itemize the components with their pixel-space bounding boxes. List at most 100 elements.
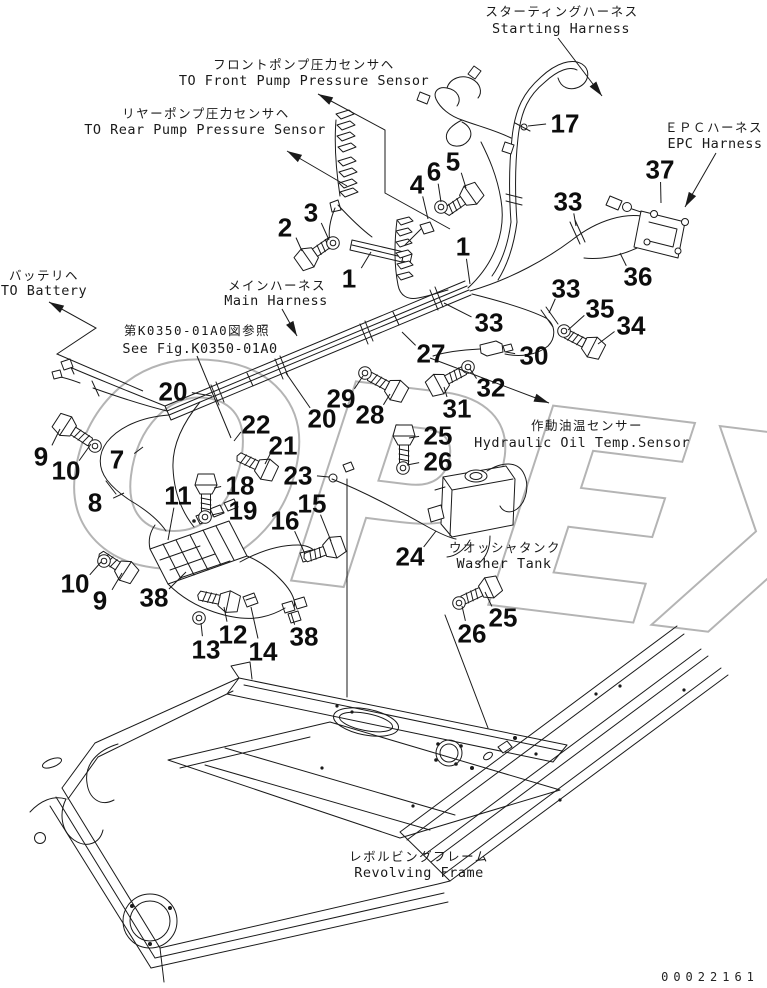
hydraulic-sensor-arrowhead	[533, 393, 549, 403]
callout-leader-10	[78, 443, 92, 461]
label-washer-tank-jp: ウオッシャタンク	[449, 540, 561, 555]
label-leaders	[48, 37, 717, 439]
callout-38: 38	[290, 622, 319, 652]
callout-leader-2	[295, 237, 303, 252]
callout-11: 11	[164, 481, 192, 511]
callout-3: 3	[304, 198, 318, 228]
label-hydraulic-sensor-en: Hydraulic Oil Temp.Sensor	[474, 435, 690, 451]
callout-37: 37	[646, 155, 675, 185]
callout-leader-16	[294, 530, 306, 555]
to-battery-arrowhead	[49, 302, 65, 313]
callout-leader-28	[383, 393, 391, 406]
callout-16: 16	[271, 506, 300, 536]
callout-leader-25	[484, 591, 493, 607]
callout-leader-12	[223, 606, 228, 622]
callout-33: 33	[554, 187, 583, 217]
washer-icon	[198, 510, 212, 524]
washer-icon	[97, 554, 111, 568]
callout-leader-4	[422, 196, 429, 220]
callout-2: 2	[278, 213, 292, 243]
callout-5: 5	[446, 147, 460, 177]
callout-leader-34	[597, 331, 615, 345]
washer-icon	[88, 439, 102, 453]
callout-26: 26	[458, 619, 487, 649]
label-main-harness-en: Main Harness	[224, 293, 328, 309]
callout-leader-32	[469, 368, 477, 379]
callout-leader-29	[354, 375, 364, 390]
callout-leader-31	[443, 386, 448, 398]
to-rear-pump-arrowhead	[287, 151, 303, 163]
pump-sensor-connectors-drawing	[328, 109, 449, 299]
label-front-pump-jp: フロントポンプ圧力センサヘ	[213, 57, 395, 72]
callout-12: 12	[219, 620, 248, 650]
label-rear-pump-en: TO Rear Pump Pressure Sensor	[84, 122, 326, 138]
callout-leader-11	[167, 507, 175, 541]
callout-10: 10	[52, 456, 81, 486]
callout-13: 13	[192, 635, 221, 665]
epc-harness-arrowhead	[685, 191, 697, 207]
callout-leader-26	[406, 462, 420, 466]
callout-leader-33	[548, 298, 556, 314]
bolt-icon	[438, 179, 487, 223]
label-revolving-frame-en: Revolving Frame	[354, 865, 483, 881]
callout-7: 7	[110, 445, 124, 475]
label-revolving-frame-jp: レボルビングフレーム	[349, 849, 489, 864]
callout-33: 33	[552, 274, 581, 304]
callout-1: 1	[456, 232, 470, 262]
callout-leader-36	[619, 252, 627, 266]
callout-36: 36	[624, 262, 653, 292]
to-front-pump-arrowhead	[318, 94, 334, 105]
callout-30: 30	[520, 341, 549, 371]
callout-leader-25	[408, 435, 420, 439]
callout-leader-27	[401, 331, 416, 346]
callout-10: 10	[61, 569, 90, 599]
callout-leader-20	[191, 392, 213, 397]
label-epc-harness-en: EPC Harness	[668, 136, 763, 152]
label-see-fig-en: See Fig.K0350-01A0	[122, 341, 277, 357]
callout-leader-13	[200, 622, 203, 637]
callout-leader-9	[111, 572, 123, 591]
leader-to-battery	[48, 301, 144, 392]
callout-leader-33	[573, 213, 577, 227]
callout-leader-33	[443, 302, 472, 318]
callout-25: 25	[489, 603, 518, 633]
callout-leader-18	[213, 486, 222, 489]
callout-34: 34	[617, 311, 646, 341]
callout-leader-3	[320, 222, 330, 241]
callout-leader-1	[360, 251, 372, 269]
main-harness-drawing	[51, 280, 472, 532]
label-hydraulic-sensor-jp: 作動油温センサー	[531, 418, 643, 433]
callout-leader-17	[527, 123, 547, 127]
leader-see-fig	[196, 355, 232, 439]
epc-harness-drawing	[467, 141, 689, 292]
callout-9: 9	[34, 442, 48, 472]
callout-6: 6	[427, 157, 441, 187]
label-starting-harness-en: Starting Harness	[492, 21, 630, 37]
callout-leader-26	[461, 605, 466, 621]
callout-19: 19	[229, 496, 258, 526]
callout-31: 31	[443, 394, 472, 424]
callout-leader-38	[168, 571, 187, 590]
callout-20: 20	[159, 377, 188, 407]
callout-17: 17	[551, 109, 580, 139]
main-harness-arrowhead	[286, 320, 297, 336]
temp-sensor-wire-drawing	[432, 293, 559, 357]
callout-24: 24	[396, 542, 425, 572]
washer-icon	[358, 366, 372, 380]
callout-33: 33	[475, 308, 504, 338]
callout-leader-10	[89, 561, 102, 576]
callout-15: 15	[298, 489, 327, 519]
callout-leader-6	[437, 183, 442, 203]
washer-icon	[452, 596, 466, 610]
callout-leader-15	[320, 514, 332, 542]
callout-leader-5	[460, 172, 467, 189]
label-washer-tank-en: Washer Tank	[457, 556, 552, 572]
callout-1: 1	[342, 264, 356, 294]
callout-leader-19	[211, 511, 225, 516]
label-to-battery-en: TO Battery	[1, 283, 87, 299]
callout-leader-30	[505, 351, 516, 355]
revolving-frame-drawing	[29, 478, 729, 983]
callout-26: 26	[424, 447, 453, 477]
